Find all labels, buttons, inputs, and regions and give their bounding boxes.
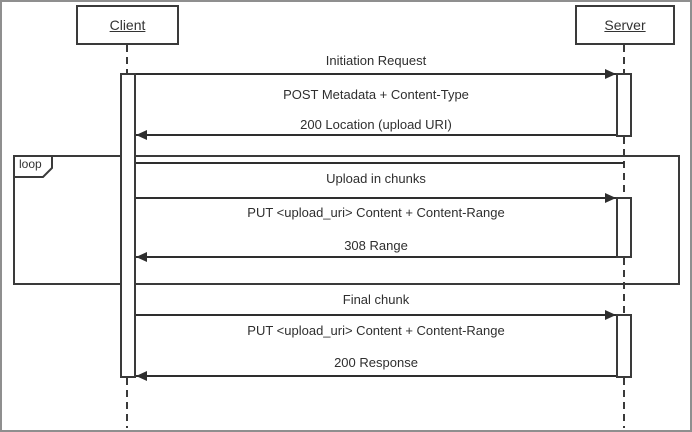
response-arrow bbox=[136, 130, 616, 140]
request-arrow bbox=[136, 310, 616, 320]
actor-box-client: Client bbox=[76, 5, 179, 45]
response-label: 200 Response bbox=[334, 355, 418, 370]
request-label: POST Metadata + Content-Type bbox=[283, 87, 469, 102]
response-label: 308 Range bbox=[344, 238, 408, 253]
server-lifeline bbox=[623, 258, 625, 316]
actor-label-client: Client bbox=[109, 17, 146, 33]
arrowhead-left-icon bbox=[136, 252, 147, 262]
arrowhead-right-icon bbox=[605, 69, 616, 79]
server-activation-bar bbox=[616, 314, 632, 378]
arrowhead-right-icon bbox=[605, 310, 616, 320]
arrowhead-left-icon bbox=[136, 371, 147, 381]
request-label: PUT <upload_uri> Content + Content-Range bbox=[247, 323, 505, 338]
exchange-title: Initiation Request bbox=[325, 53, 427, 68]
server-activation-bar bbox=[616, 73, 632, 137]
loop-fragment-label: loop bbox=[19, 157, 42, 171]
request-arrow bbox=[136, 69, 616, 79]
response-arrow bbox=[136, 371, 616, 381]
server-activation-bar bbox=[616, 197, 632, 258]
exchange-title: Final chunk bbox=[342, 292, 410, 307]
band-top-line bbox=[136, 162, 624, 164]
exchange-title: Upload in chunks bbox=[326, 171, 426, 186]
server-lifeline bbox=[623, 137, 625, 199]
response-arrow bbox=[136, 252, 616, 262]
arrowhead-right-icon bbox=[605, 193, 616, 203]
arrowhead-left-icon bbox=[136, 130, 147, 140]
actor-box-server: Server bbox=[575, 5, 675, 45]
client-activation-bar bbox=[120, 73, 136, 378]
actor-label-server: Server bbox=[604, 17, 646, 33]
response-label: 200 Location (upload URI) bbox=[300, 117, 452, 132]
loop-fragment-tab bbox=[13, 155, 53, 178]
request-arrow bbox=[136, 193, 616, 203]
loop-fragment-box bbox=[13, 155, 680, 285]
server-lifeline bbox=[623, 45, 625, 75]
client-lifeline bbox=[126, 45, 128, 75]
request-label: PUT <upload_uri> Content + Content-Range bbox=[247, 205, 505, 220]
server-lifeline bbox=[623, 378, 625, 428]
client-lifeline bbox=[126, 378, 128, 428]
